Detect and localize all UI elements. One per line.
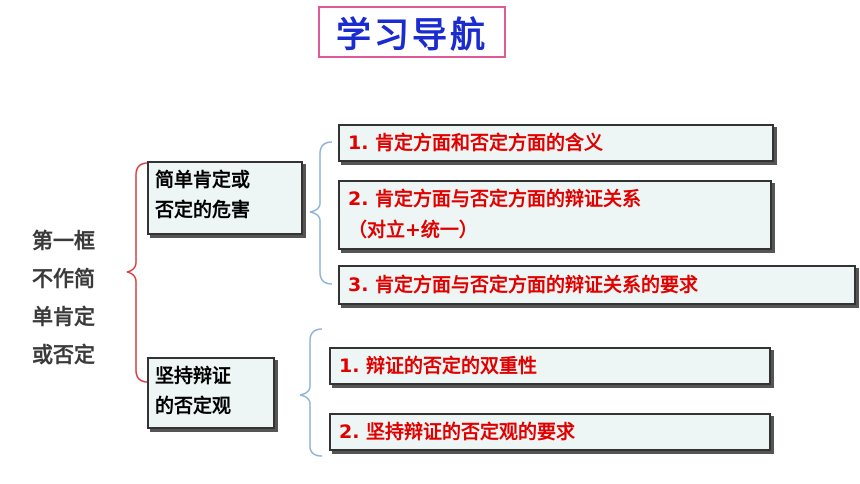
root-topic-line: 第一框	[32, 229, 95, 253]
section2-item-1: 1. 辩证的否定的双重性	[329, 347, 771, 385]
section1-box: 简单肯定或 否定的危害	[147, 161, 303, 235]
section2-box: 坚持辩证 的否定观	[147, 357, 275, 429]
item-text: 2. 坚持辩证的否定观的要求	[339, 421, 576, 443]
section1-item-2: 2. 肯定方面与否定方面的辩证关系 （对立+统一）	[338, 180, 772, 250]
section1-bracket	[309, 141, 333, 285]
root-bracket	[126, 162, 149, 383]
section2-label: 坚持辩证	[155, 365, 232, 387]
section1-label: 否定的危害	[155, 199, 251, 221]
root-topic-line: 单肯定	[32, 305, 95, 329]
item-text: 1. 辩证的否定的双重性	[339, 355, 538, 377]
section2-bracket	[299, 328, 323, 457]
section1-label: 简单肯定或	[155, 169, 251, 191]
root-topic-line: 不作简	[32, 267, 95, 291]
item-text: （对立+统一）	[348, 219, 478, 241]
root-topic: 第一框 不作简 单肯定 或否定	[32, 222, 116, 374]
item-text: 3. 肯定方面与否定方面的辩证关系的要求	[348, 274, 699, 296]
section2-item-2: 2. 坚持辩证的否定观的要求	[329, 413, 771, 451]
page-title: 学习导航	[318, 6, 506, 58]
root-topic-line: 或否定	[32, 343, 95, 367]
item-text: 1. 肯定方面和否定方面的含义	[348, 132, 604, 154]
section1-item-3: 3. 肯定方面与否定方面的辩证关系的要求	[338, 265, 856, 305]
section2-label: 的否定观	[155, 395, 232, 417]
item-text: 2. 肯定方面与否定方面的辩证关系	[348, 188, 642, 210]
section1-item-1: 1. 肯定方面和否定方面的含义	[338, 124, 774, 162]
